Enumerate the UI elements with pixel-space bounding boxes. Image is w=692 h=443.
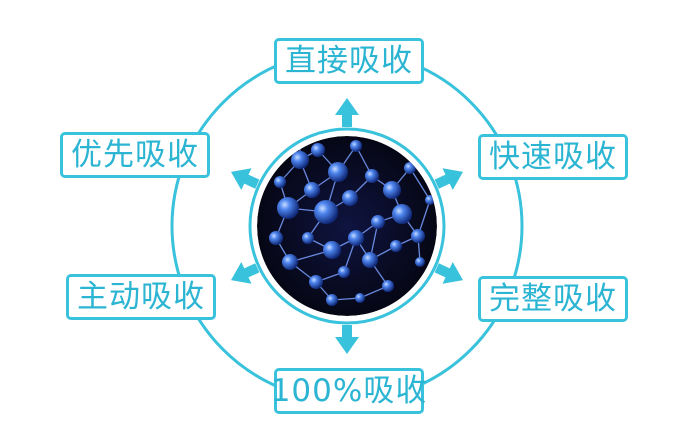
molecule-bond [409, 167, 431, 201]
molecule-atom [392, 204, 412, 224]
molecule-atom [277, 197, 299, 219]
molecule-atom [309, 275, 323, 289]
arrow-upper-left-icon [231, 168, 260, 190]
molecule-atom [404, 162, 416, 174]
molecule-atom [390, 240, 402, 252]
label-full-absorption: 100%吸收 [271, 368, 426, 414]
molecule-atom [328, 162, 348, 182]
molecule-atom [295, 136, 305, 139]
molecule-atom [338, 266, 350, 278]
molecule-image [257, 136, 437, 316]
molecule-atom [302, 232, 314, 244]
molecule-atom [348, 230, 364, 246]
molecule-atom [411, 229, 425, 243]
label-direct-absorption: 直接吸收 [274, 38, 424, 84]
label-active-absorption: 主动吸收 [66, 274, 216, 320]
arrow-lower-left-icon [231, 262, 260, 284]
label-fast-absorption: 快速吸收 [478, 134, 628, 180]
molecule-atom [323, 241, 341, 259]
arrow-upper-right-icon [434, 168, 463, 190]
molecule-atom [355, 293, 365, 303]
molecule-atom [362, 252, 378, 268]
molecule-atom [269, 231, 283, 245]
label-priority-absorption: 优先吸收 [60, 132, 210, 178]
molecule-atom [371, 215, 385, 229]
molecule-atom [326, 294, 338, 306]
molecule-atom [383, 181, 401, 199]
molecule-atom [311, 143, 325, 157]
arrow-down-icon [335, 325, 359, 354]
molecule-atom [365, 169, 379, 183]
molecule-atom [314, 200, 338, 224]
molecule-atom [342, 190, 358, 206]
molecule-atom [382, 280, 394, 292]
molecule-atom [350, 140, 362, 152]
arrow-lower-right-icon [434, 262, 463, 284]
molecule-atom [291, 151, 309, 169]
label-complete-absorption: 完整吸收 [478, 276, 628, 322]
molecule-atom [415, 257, 425, 267]
arrow-up-icon [335, 98, 359, 127]
molecule-atom [282, 254, 298, 270]
molecule-atom [304, 182, 320, 198]
molecule-atom [274, 176, 286, 188]
